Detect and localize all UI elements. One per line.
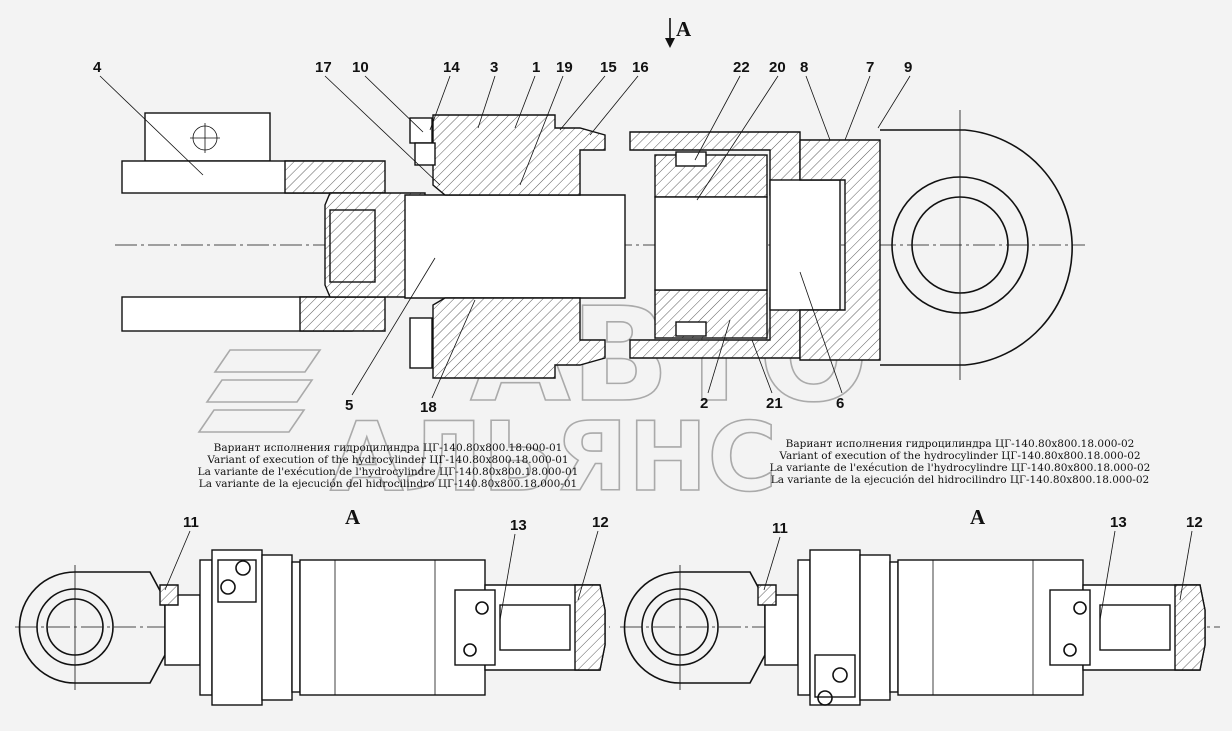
end-cap: [799, 139, 881, 361]
left-eye: [18, 571, 166, 684]
callout-19: 19: [556, 59, 573, 76]
gland-lower: [409, 297, 606, 379]
callout-10: 10: [352, 59, 369, 76]
callout-22: 22: [733, 59, 750, 76]
callout-16: 16: [632, 59, 649, 76]
callout-right-11: 11: [772, 520, 788, 537]
caption-01-es: La variante de la ejecución del hidrocil…: [199, 478, 577, 490]
callout-21: 21: [766, 395, 783, 412]
callout-right-13: 13: [1110, 514, 1127, 531]
left-tube: [299, 559, 486, 696]
callout-left-13: 13: [510, 517, 527, 534]
piston-upper: [654, 154, 768, 198]
caption-01-fr: La variante de l'exécution de l'hydrocyl…: [198, 466, 579, 478]
view-marker-left: A: [345, 505, 361, 529]
view-arrow-head: [665, 38, 675, 48]
callout-14: 14: [443, 59, 460, 76]
caption-01-en: Variant of execution of the hydrocylinde…: [206, 454, 568, 466]
caption-02-ru: Вариант исполнения гидроцилиндра ЦГ-140.…: [786, 438, 1135, 450]
left-adjuster: [499, 604, 571, 651]
callout-18: 18: [420, 399, 437, 416]
gland-upper: [409, 114, 606, 196]
callout-4: 4: [93, 59, 102, 76]
rod-part-5: [404, 194, 626, 299]
callout-right-12: 12: [1186, 514, 1203, 531]
callout-8: 8: [800, 59, 808, 76]
fork-part-4: [121, 112, 426, 332]
callout-5: 5: [345, 397, 353, 414]
callout-17: 17: [315, 59, 332, 76]
view-marker-top: A: [676, 17, 692, 41]
right-eye: [623, 571, 766, 684]
caption-variant-02: Вариант исполнения гидроцилиндра ЦГ-140.…: [770, 438, 1151, 486]
view-a-left: A 11 13 12: [15, 505, 610, 706]
eye-outline: [880, 129, 1073, 366]
watermark-logo: [197, 349, 322, 433]
section-view: A: [93, 17, 1085, 416]
callout-2: 2: [700, 395, 708, 412]
piston-lower: [654, 289, 768, 339]
view-marker-right: A: [970, 505, 986, 529]
caption-02-fr: La variante de l'exécution de l'hydrocyl…: [770, 462, 1151, 474]
watermark-line-2: АЛЬЯНС: [330, 403, 777, 513]
callout-6: 6: [836, 395, 844, 412]
callouts-top: 4 17 10 14 3 1 19 15 16 22 20 8 7: [93, 59, 912, 416]
view-a-right: A 11 13 12: [620, 505, 1220, 706]
caption-variant-01: Вариант исполнения гидроцилиндра ЦГ-140.…: [198, 442, 579, 490]
caption-02-es: La variante de la ejecución del hidrocil…: [771, 474, 1149, 486]
callout-left-12: 12: [592, 514, 609, 531]
callout-20: 20: [769, 59, 786, 76]
caption-02-en: Variant of execution of the hydrocylinde…: [778, 450, 1140, 462]
nut-part-6: [769, 179, 841, 311]
callout-3: 3: [490, 59, 498, 76]
callout-15: 15: [600, 59, 617, 76]
callout-7: 7: [866, 59, 874, 76]
caption-01-ru: Вариант исполнения гидроцилиндра ЦГ-140.…: [214, 442, 563, 454]
right-adjuster: [1099, 604, 1171, 651]
callout-9: 9: [904, 59, 912, 76]
callout-1: 1: [532, 59, 540, 76]
callout-left-11: 11: [183, 514, 199, 531]
